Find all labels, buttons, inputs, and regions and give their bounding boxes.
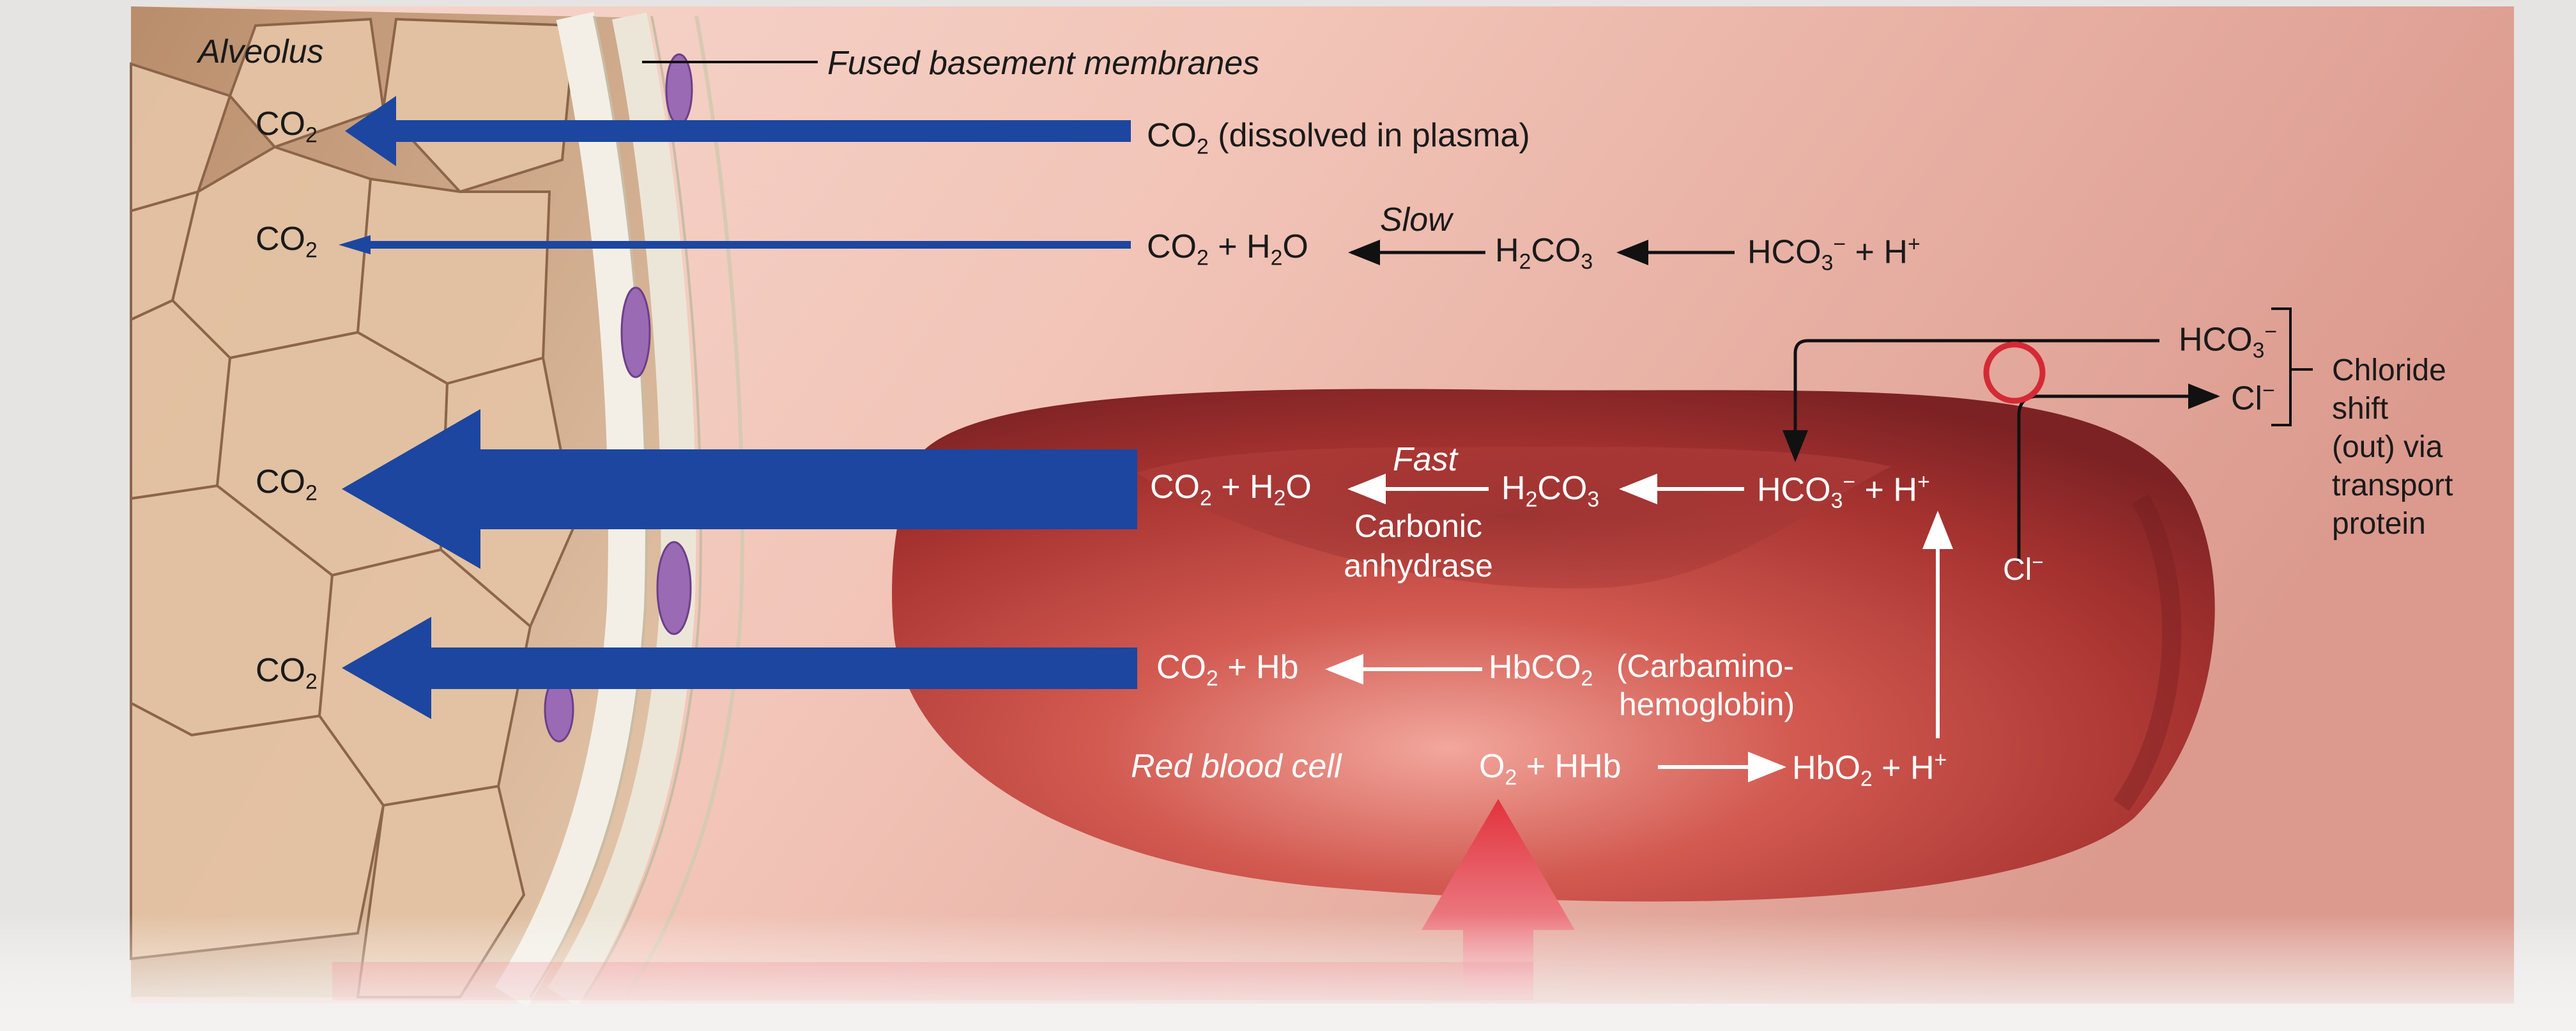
fused-membranes-label: Fused basement membranes [827,45,1260,82]
rbc-o2-hhb: O2 + HHb [1479,748,1621,790]
carbonic-anhydrase-label: Carbonic anhydrase [1344,508,1493,584]
alveolar-co2-3: CO2 [256,463,318,506]
rbc-cl-in: Cl− [2003,551,2044,587]
rbc-hbco2: HbCO2 [1489,649,1593,691]
chloride-cl-out: Cl− [2231,378,2275,417]
rbc-hbo2-h: HbO2 + H+ [1792,748,1947,791]
rbc-hco3-h: HCO3− + H+ [1757,470,1930,513]
rbc-co2-hb: CO2 + Hb [1156,649,1299,691]
rbc-co2-h2o: CO2 + H2O [1150,469,1312,511]
red-blood-cell-label: Red blood cell [1131,748,1342,785]
alveolar-co2-2: CO2 [256,221,318,263]
chloride-hco3: HCO3− [2179,320,2278,363]
chloride-shift-caption: Chloride shift (out) via transport prote… [2332,353,2453,541]
alveolar-co2-4: CO2 [256,652,318,694]
plasma-hco3-h: HCO3− + H+ [1747,232,1920,275]
fast-label: Fast [1393,441,1458,478]
co2-dissolved-in-plasma: CO2 (dissolved in plasma) [1147,117,1530,159]
rbc-h2co3: H2CO3 [1501,470,1600,512]
plasma-co2-h2o: CO2 + H2O [1147,228,1308,270]
plasma-h2co3: H2CO3 [1495,232,1593,274]
alveolar-co2-1: CO2 [256,105,318,148]
slow-label: Slow [1380,201,1452,238]
carbaminohemoglobin-label: (Carbamino- hemoglobin) [1616,648,1795,722]
alveolus-label: Alveolus [198,33,324,70]
